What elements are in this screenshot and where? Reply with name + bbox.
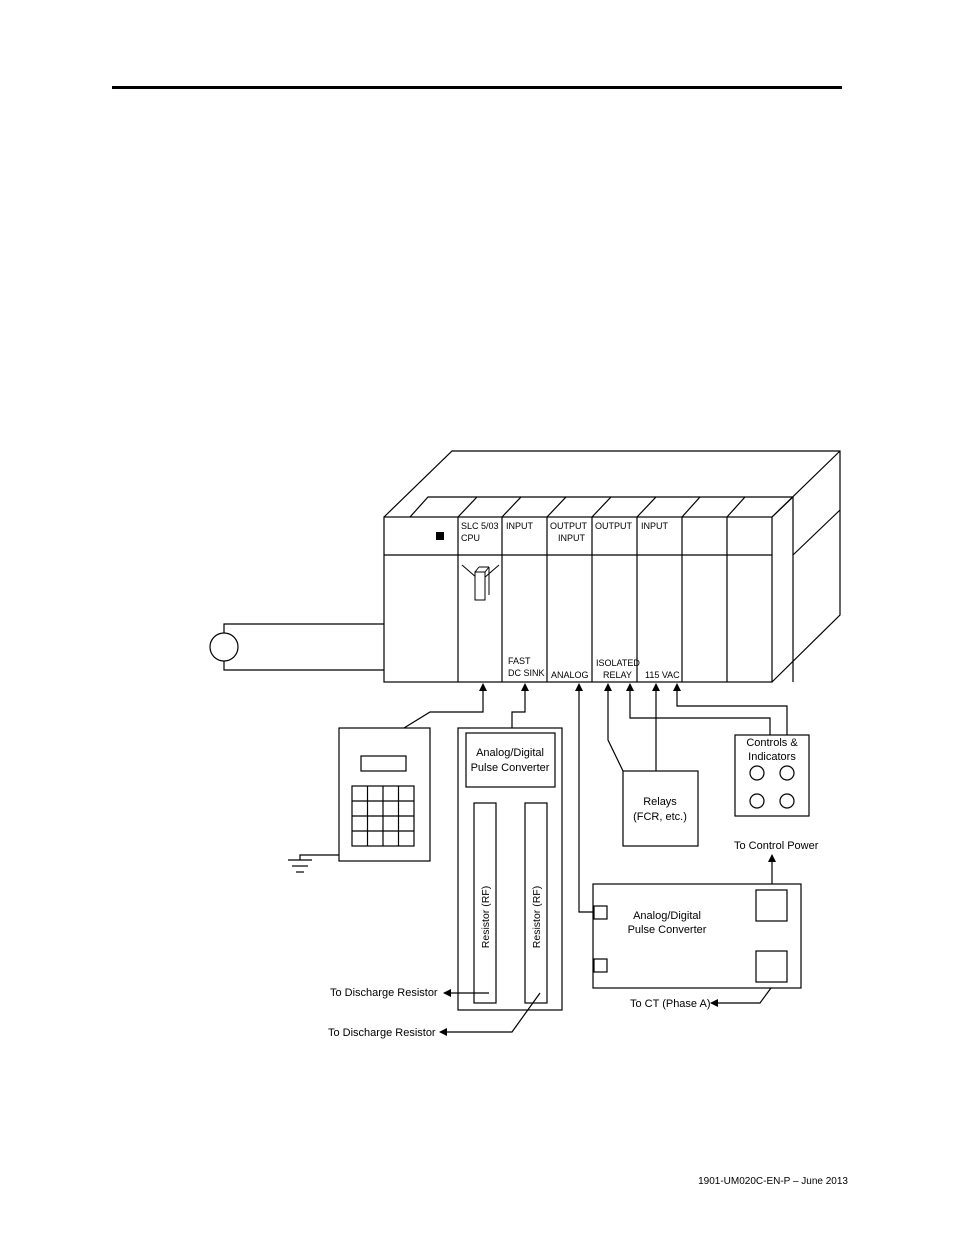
cpu-keyswitch-icon [461,564,500,601]
slot2-top-label: OUTPUT [550,521,588,531]
slot4-bottom-label: 115 VAC [645,670,680,680]
slot3-bottom-label-2: RELAY [603,670,632,680]
converter-enclosure [457,727,563,1011]
cpu-label: SLC 5/03 [461,521,499,531]
resistor-right-label: Resistor (RF) [531,886,543,948]
controls-wire-2 [673,683,788,735]
to-ct-label: To CT (Phase A) [630,998,711,1010]
converter-cable [511,683,529,728]
relay-wire-1 [604,683,624,772]
generator-icon [209,623,384,671]
converter-wide-title-2: Pulse Converter [628,924,707,936]
discharge-label-2: To Discharge Resistor [328,1027,436,1039]
converter-tall-title: Analog/Digital [476,747,544,759]
indicator-lights-icon [749,765,795,809]
ct-arrow [710,987,772,1007]
resistor-left-label: Resistor (RF) [480,886,492,948]
slot4-top-label: INPUT [641,521,669,531]
controls-wire-1 [626,683,771,735]
converter-wide-box [592,883,802,989]
plc-rack [383,450,841,683]
top-rule [112,86,842,89]
handheld-programmer-icon [288,727,431,873]
power-led [436,532,444,540]
slot2-top-label-2: INPUT [558,533,586,543]
programmer-cable [403,683,487,729]
to-control-power-label: To Control Power [734,840,819,852]
controls-label: Controls & [746,737,798,749]
relays-label: Relays [643,796,677,808]
slot1-top-label: INPUT [506,521,534,531]
slot1-bottom-label: FAST [508,656,531,666]
relays-box [622,770,699,847]
slot2-bottom-label: ANALOG [551,670,589,680]
footer-doc-id: 1901-UM020C-EN-P – June 2013 [698,1176,848,1187]
slot3-bottom-label: ISOLATED [596,658,640,668]
controls-label-2: Indicators [748,751,796,763]
discharge-arrow-2 [439,992,541,1036]
converter-wide-title: Analog/Digital [633,910,701,922]
cpu-label-2: CPU [461,533,480,543]
slot3-top-label: OUTPUT [595,521,633,531]
controls-box [734,734,810,817]
relays-label-2: (FCR, etc.) [633,811,687,823]
discharge-label-1: To Discharge Resistor [330,987,438,999]
converter-tall-title-2: Pulse Converter [471,762,550,774]
analog-wire [575,683,594,913]
slot1-bottom-label-2: DC SINK [508,668,545,678]
